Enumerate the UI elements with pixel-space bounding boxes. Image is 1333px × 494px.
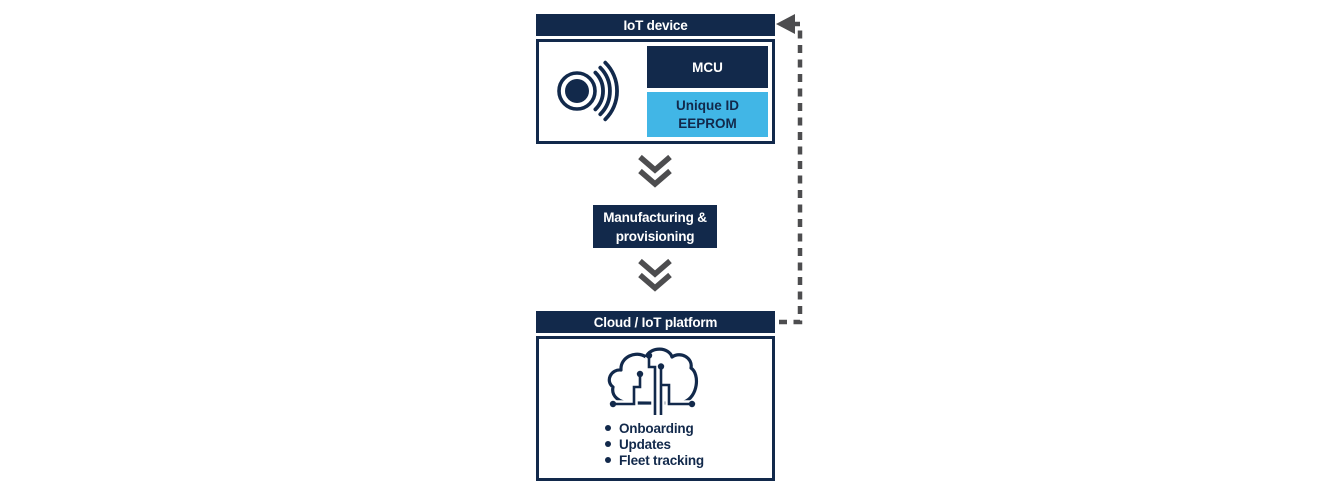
- eeprom-label-line1: Unique ID: [676, 97, 739, 113]
- cloud-platform-title: Cloud / IoT platform: [593, 314, 718, 330]
- cloud-platform-header: Cloud / IoT platform: [536, 311, 775, 333]
- iot-device-title: IoT device: [623, 17, 688, 33]
- bullet-dot-icon: [605, 441, 611, 447]
- contactless-signal-icon: [557, 60, 619, 122]
- capability-list: Onboarding Updates Fleet tracking: [605, 420, 704, 468]
- list-item-fleet-tracking: Fleet tracking: [605, 452, 704, 468]
- cloud-circuit-icon: [607, 347, 699, 415]
- bullet-dot-icon: [605, 425, 611, 431]
- iot-device-panel: MCU Unique ID EEPROM: [536, 39, 775, 144]
- arrowhead-icon: [776, 14, 795, 34]
- double-chevron-down-icon: [638, 258, 672, 292]
- mcu-label: MCU: [692, 59, 723, 75]
- bullet-label: Fleet tracking: [619, 452, 704, 468]
- bullet-label: Onboarding: [619, 420, 694, 436]
- list-item-onboarding: Onboarding: [605, 420, 704, 436]
- bullet-label: Updates: [619, 436, 671, 452]
- process-label-line1: Manufacturing &: [603, 209, 707, 225]
- dashed-line: [777, 21, 803, 325]
- eeprom-label-line2: EEPROM: [678, 115, 737, 131]
- cloud-platform-panel: Onboarding Updates Fleet tracking: [536, 336, 775, 481]
- double-chevron-down-icon: [638, 154, 672, 188]
- mcu-box: MCU: [647, 46, 768, 88]
- bullet-dot-icon: [605, 457, 611, 463]
- unique-id-eeprom-box: Unique ID EEPROM: [647, 92, 768, 137]
- iot-device-header: IoT device: [536, 14, 775, 36]
- list-item-updates: Updates: [605, 436, 704, 452]
- process-label-line2: provisioning: [615, 228, 695, 244]
- manufacturing-provisioning-box: Manufacturing & provisioning: [593, 205, 717, 248]
